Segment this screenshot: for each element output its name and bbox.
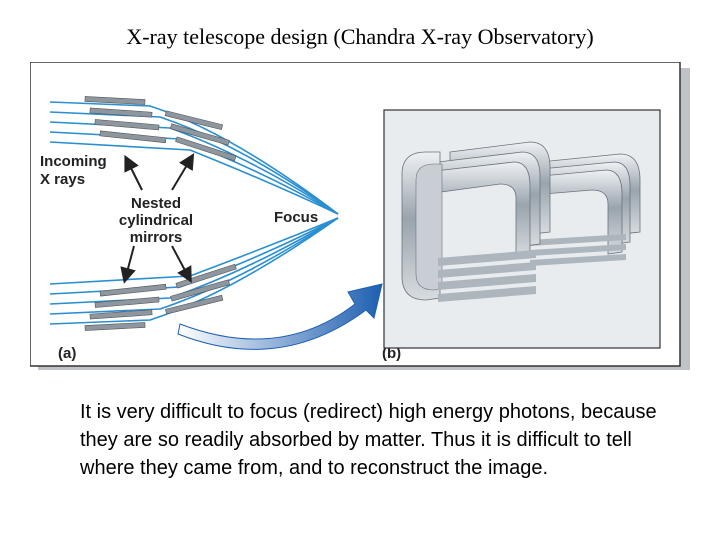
label-nested-line1: Nested — [131, 195, 181, 212]
label-nested-line2: cylindrical — [119, 212, 193, 229]
label-nested-line3: mirrors — [130, 229, 183, 246]
label-incoming-line1: Incoming — [40, 153, 107, 170]
label-incoming-line2: X rays — [40, 171, 85, 188]
label-panel-a: (a) — [58, 345, 76, 362]
mirrors-top — [84, 96, 237, 162]
caption-text: It is very difficult to focus (redirect)… — [80, 401, 657, 479]
slide-title: X-ray telescope design (Chandra X-ray Ob… — [126, 24, 594, 49]
label-focus: Focus — [274, 209, 318, 226]
curved-arrow — [177, 283, 383, 350]
telescope-figure: Incoming X rays Nested cylindrical mirro… — [30, 62, 690, 370]
label-panel-b: (b) — [382, 345, 401, 362]
mirror-assembly-front — [401, 141, 551, 302]
mirror-pointers — [120, 153, 195, 284]
